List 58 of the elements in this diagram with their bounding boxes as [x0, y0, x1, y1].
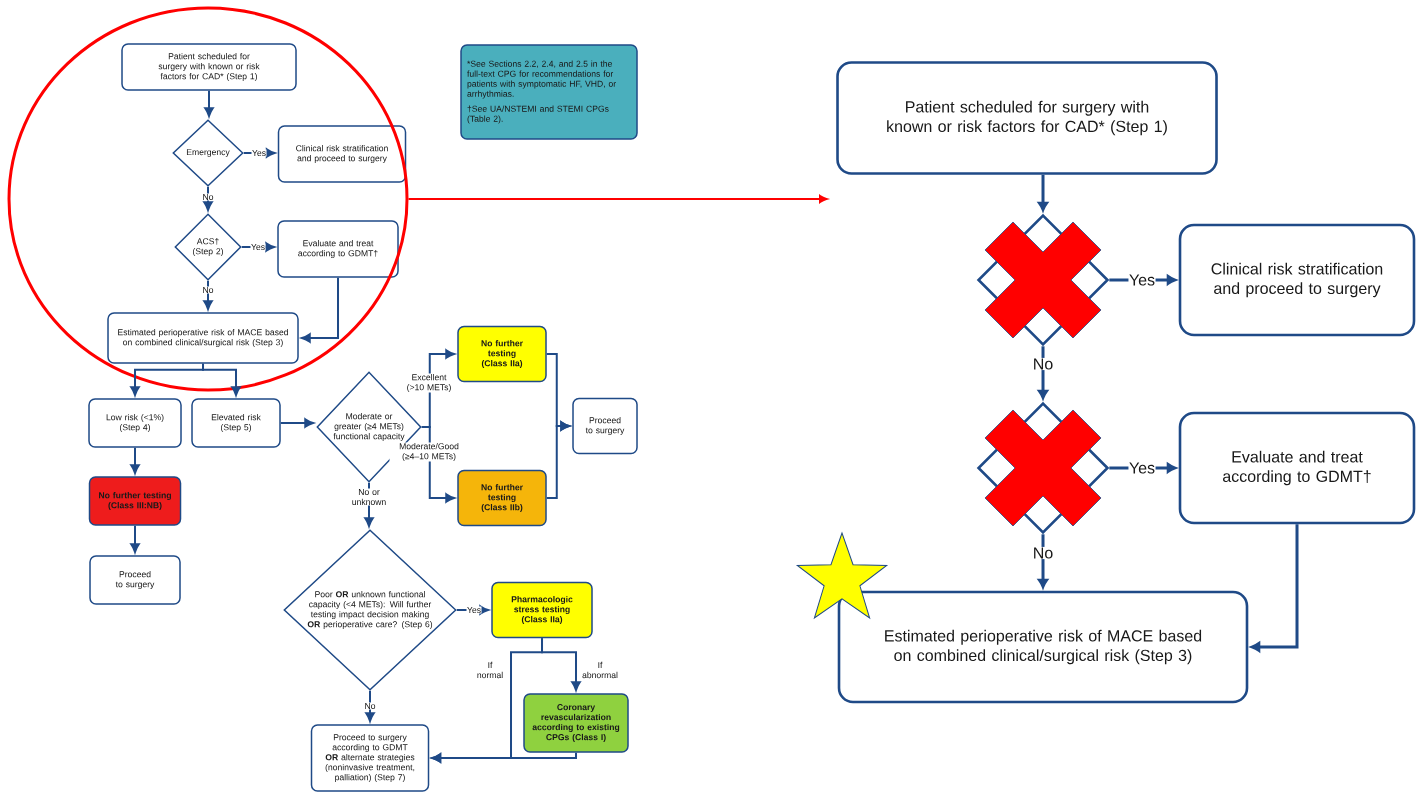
- edge-label: Yes: [1128, 461, 1156, 475]
- edge-label: Moderate/Good (≥4–10 METs): [389, 442, 469, 462]
- edge-label: Yes: [251, 149, 267, 157]
- process-box: Coronary revascularization according to existing CPGs (Class I): [523, 693, 629, 753]
- star-mark: [796, 532, 888, 619]
- arrow: [420, 426, 455, 503]
- arrow: [130, 446, 140, 474]
- arrow: [365, 689, 375, 722]
- edge-label: Yes: [466, 606, 482, 614]
- edge-label: No: [202, 286, 214, 294]
- process-box: Proceed to surgery according to GDMT OR alternate strategies (noninvasive treatment, palliation) (Step 7): [310, 724, 430, 792]
- arrow: [541, 637, 581, 691]
- arrow: [130, 524, 140, 553]
- arrow: [1250, 524, 1299, 653]
- edge-label: No or unknown: [345, 488, 393, 506]
- process-box: Proceed to surgery: [572, 397, 638, 455]
- edge-label: No: [202, 193, 214, 201]
- process-box: Clinical risk stratification and proceed to surgery: [1178, 223, 1416, 337]
- edge-label: No: [364, 702, 376, 710]
- edge-label: Yes: [250, 243, 266, 251]
- edge-label: If abnormal: [579, 661, 621, 679]
- highlight-circle: [7, 6, 409, 392]
- arrow: [364, 481, 374, 527]
- process-box: Evaluate and treat according to GDMT†: [1178, 411, 1416, 525]
- arrow: [240, 242, 275, 252]
- process-box: Proceed to surgery: [89, 555, 181, 605]
- arrow: [202, 362, 241, 396]
- arrow: [204, 89, 214, 117]
- edge-label: No: [1032, 357, 1054, 371]
- arrow: [1037, 174, 1049, 212]
- process-box: Patient scheduled for surgery with known or risk factors for CAD* (Step 1): [836, 61, 1218, 175]
- process-box: No further testing (Class IIa): [457, 325, 547, 383]
- process-box: No further testing (Class III:NB): [88, 476, 182, 526]
- edge-label: Yes: [1128, 273, 1156, 287]
- process-box: Evaluate and treat according to GDMT†: [277, 220, 399, 278]
- process-box: Estimated perioperative risk of MACE based on combined clinical/surgical risk (Step 3): [837, 590, 1249, 704]
- arrow: [1037, 534, 1049, 589]
- process-box: Pharmacologic stress testing (Class IIa): [491, 581, 593, 639]
- edge-label: Excellent (>10 METs): [403, 373, 455, 393]
- arrow: [279, 418, 314, 428]
- arrow: [1037, 346, 1049, 400]
- process-box: Clinical risk stratification and proceed to surgery: [277, 125, 407, 183]
- arrow: [408, 195, 828, 203]
- process-box: No further testing (Class IIb): [457, 469, 547, 527]
- process-box: Low risk (<1%) (Step 4): [88, 398, 182, 448]
- cross-mark: [984, 409, 1102, 527]
- arrow: [431, 751, 577, 763]
- arrow: [203, 185, 213, 211]
- process-box: Elevated risk (Step 5): [191, 398, 281, 448]
- edge-label: No: [1032, 546, 1054, 560]
- arrow: [301, 276, 339, 343]
- process-box: Estimated perioperative risk of MACE based on combined clinical/surgical risk (Step 3): [107, 312, 299, 364]
- process-box: Patient scheduled for surgery with known or risk factors for CAD* (Step 1): [121, 43, 297, 91]
- arrow: [545, 421, 570, 499]
- cross-mark: [984, 221, 1102, 339]
- edge-label: If normal: [474, 661, 506, 679]
- arrow: [203, 279, 213, 310]
- note-box: *See Sections 2.2, 2.4, and 2.5 in the full-text CPG for recommendations for patients with symptomatic HF, VHD, or arrhythmias. †See UA/NSTEMI and STEMI CPGs (Table 2).: [460, 44, 638, 140]
